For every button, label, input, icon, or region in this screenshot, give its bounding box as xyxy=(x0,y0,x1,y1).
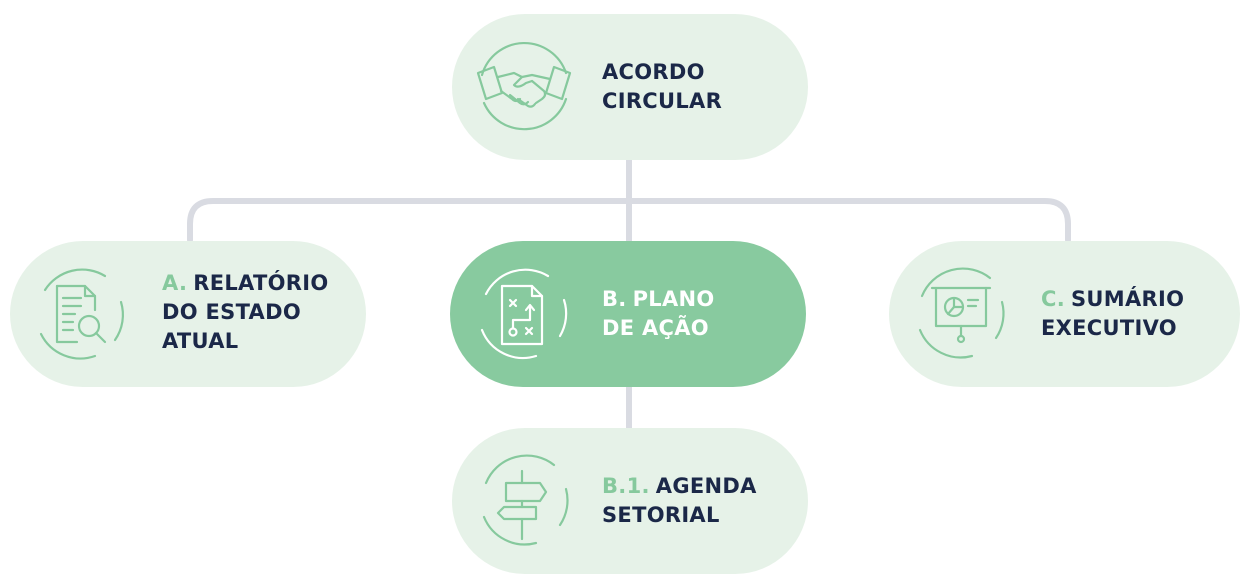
root-label-line-2: CIRCULAR xyxy=(602,89,723,113)
node-agenda-setorial[interactable]: B.1.AGENDA SETORIAL xyxy=(452,428,808,574)
node-a-line-3: ATUAL xyxy=(162,329,239,353)
node-b1-line-2: SETORIAL xyxy=(602,503,720,527)
node-b1-line-1: AGENDA xyxy=(655,474,757,498)
handshake-icon xyxy=(470,33,578,141)
presentation-chart-icon xyxy=(906,260,1014,368)
action-plan-icon xyxy=(468,260,576,368)
node-a-line-2: DO ESTADO xyxy=(162,300,301,324)
node-plano-label: B.PLANO DE AÇÃO xyxy=(602,285,715,343)
connector-root-to-children xyxy=(187,157,1071,244)
signpost-icon xyxy=(470,447,578,555)
node-c-line-2: EXECUTIVO xyxy=(1041,316,1177,340)
node-acordo-circular[interactable]: ACORDO CIRCULAR xyxy=(452,14,808,160)
root-label-line-1: ACORDO xyxy=(602,60,705,84)
node-sumario-label: C.SUMÁRIO EXECUTIVO xyxy=(1041,285,1184,343)
node-b-prefix: B. xyxy=(602,287,627,311)
node-agenda-label: B.1.AGENDA SETORIAL xyxy=(602,472,757,530)
document-search-icon xyxy=(25,260,133,368)
node-b-line-2: DE AÇÃO xyxy=(602,316,709,340)
node-a-prefix: A. xyxy=(162,271,188,295)
node-c-line-1: SUMÁRIO xyxy=(1071,287,1185,311)
node-c-prefix: C. xyxy=(1041,287,1065,311)
node-acordo-circular-label: ACORDO CIRCULAR xyxy=(602,58,722,116)
node-a-line-1: RELATÓRIO xyxy=(193,271,329,295)
node-relatorio-label: A.RELATÓRIO DO ESTADO ATUAL xyxy=(162,269,328,356)
node-sumario-executivo[interactable]: C.SUMÁRIO EXECUTIVO xyxy=(889,241,1240,387)
node-relatorio-estado-atual[interactable]: A.RELATÓRIO DO ESTADO ATUAL xyxy=(10,241,366,387)
node-b-line-1: PLANO xyxy=(632,287,715,311)
node-plano-de-acao[interactable]: B.PLANO DE AÇÃO xyxy=(450,241,806,387)
node-b1-prefix: B.1. xyxy=(602,474,650,498)
